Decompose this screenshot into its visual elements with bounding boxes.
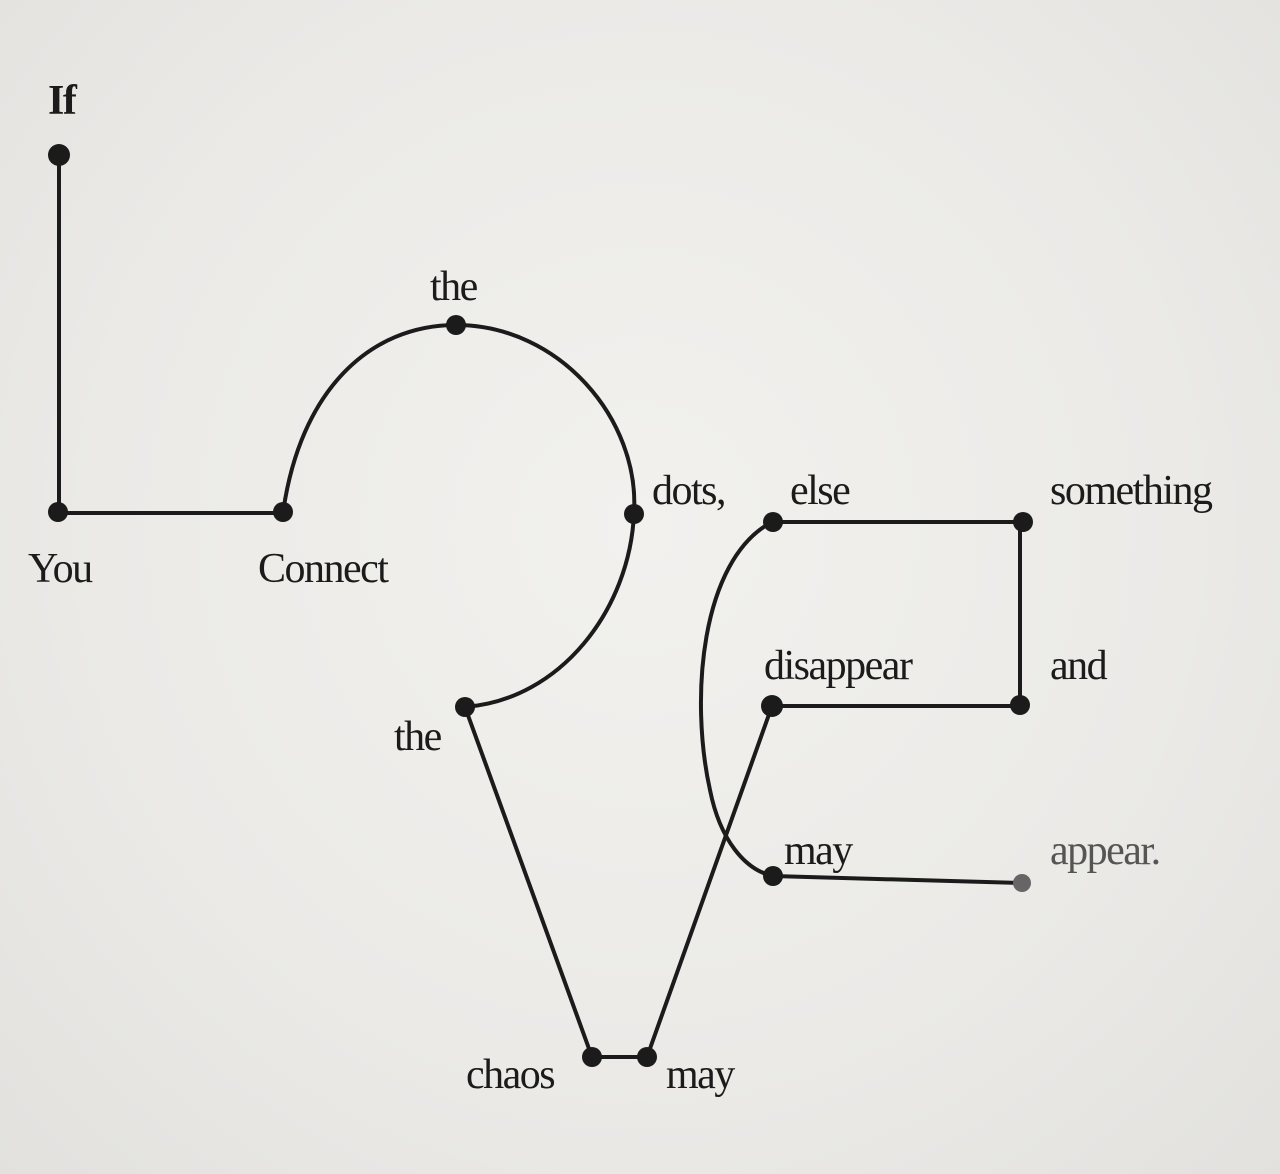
- letter-o-stroke: [281, 323, 637, 709]
- dot-chaos: [582, 1047, 602, 1067]
- letter-e-bottom-bar: [771, 874, 1022, 885]
- word-else: else: [790, 468, 851, 514]
- dot-you: [48, 502, 68, 522]
- word-something: something: [1050, 468, 1213, 514]
- word-appear: appear.: [1050, 828, 1161, 874]
- dot-the-top: [446, 315, 466, 335]
- dot-may-bottom: [637, 1047, 657, 1067]
- dot-appear: [1013, 874, 1031, 892]
- word-the-top: the: [430, 264, 478, 310]
- letter-e-bracket: [770, 520, 1022, 708]
- dot-something: [1013, 512, 1033, 532]
- word-connect: Connect: [258, 546, 389, 592]
- letter-l-stroke: [57, 153, 285, 515]
- word-the-mid: the: [394, 714, 442, 760]
- word-and: and: [1050, 643, 1108, 689]
- word-if: If: [48, 78, 77, 124]
- dot-the-mid: [455, 697, 475, 717]
- dot-and: [1010, 695, 1030, 715]
- letter-e-spine: [698, 520, 775, 878]
- word-may-bottom: may: [666, 1052, 735, 1098]
- word-chaos: chaos: [466, 1052, 556, 1098]
- dot-may-right: [763, 866, 783, 886]
- word-may-right: may: [784, 828, 853, 874]
- word-you: You: [28, 546, 93, 592]
- word-dots: dots,: [652, 468, 727, 514]
- letter-v-stroke: [463, 704, 774, 1059]
- dot-if: [48, 144, 70, 166]
- dot-disappear: [761, 695, 783, 717]
- dot-else: [763, 512, 783, 532]
- dot-dots: [624, 504, 644, 524]
- dot-connect: [273, 502, 293, 522]
- word-disappear: disappear: [764, 643, 913, 689]
